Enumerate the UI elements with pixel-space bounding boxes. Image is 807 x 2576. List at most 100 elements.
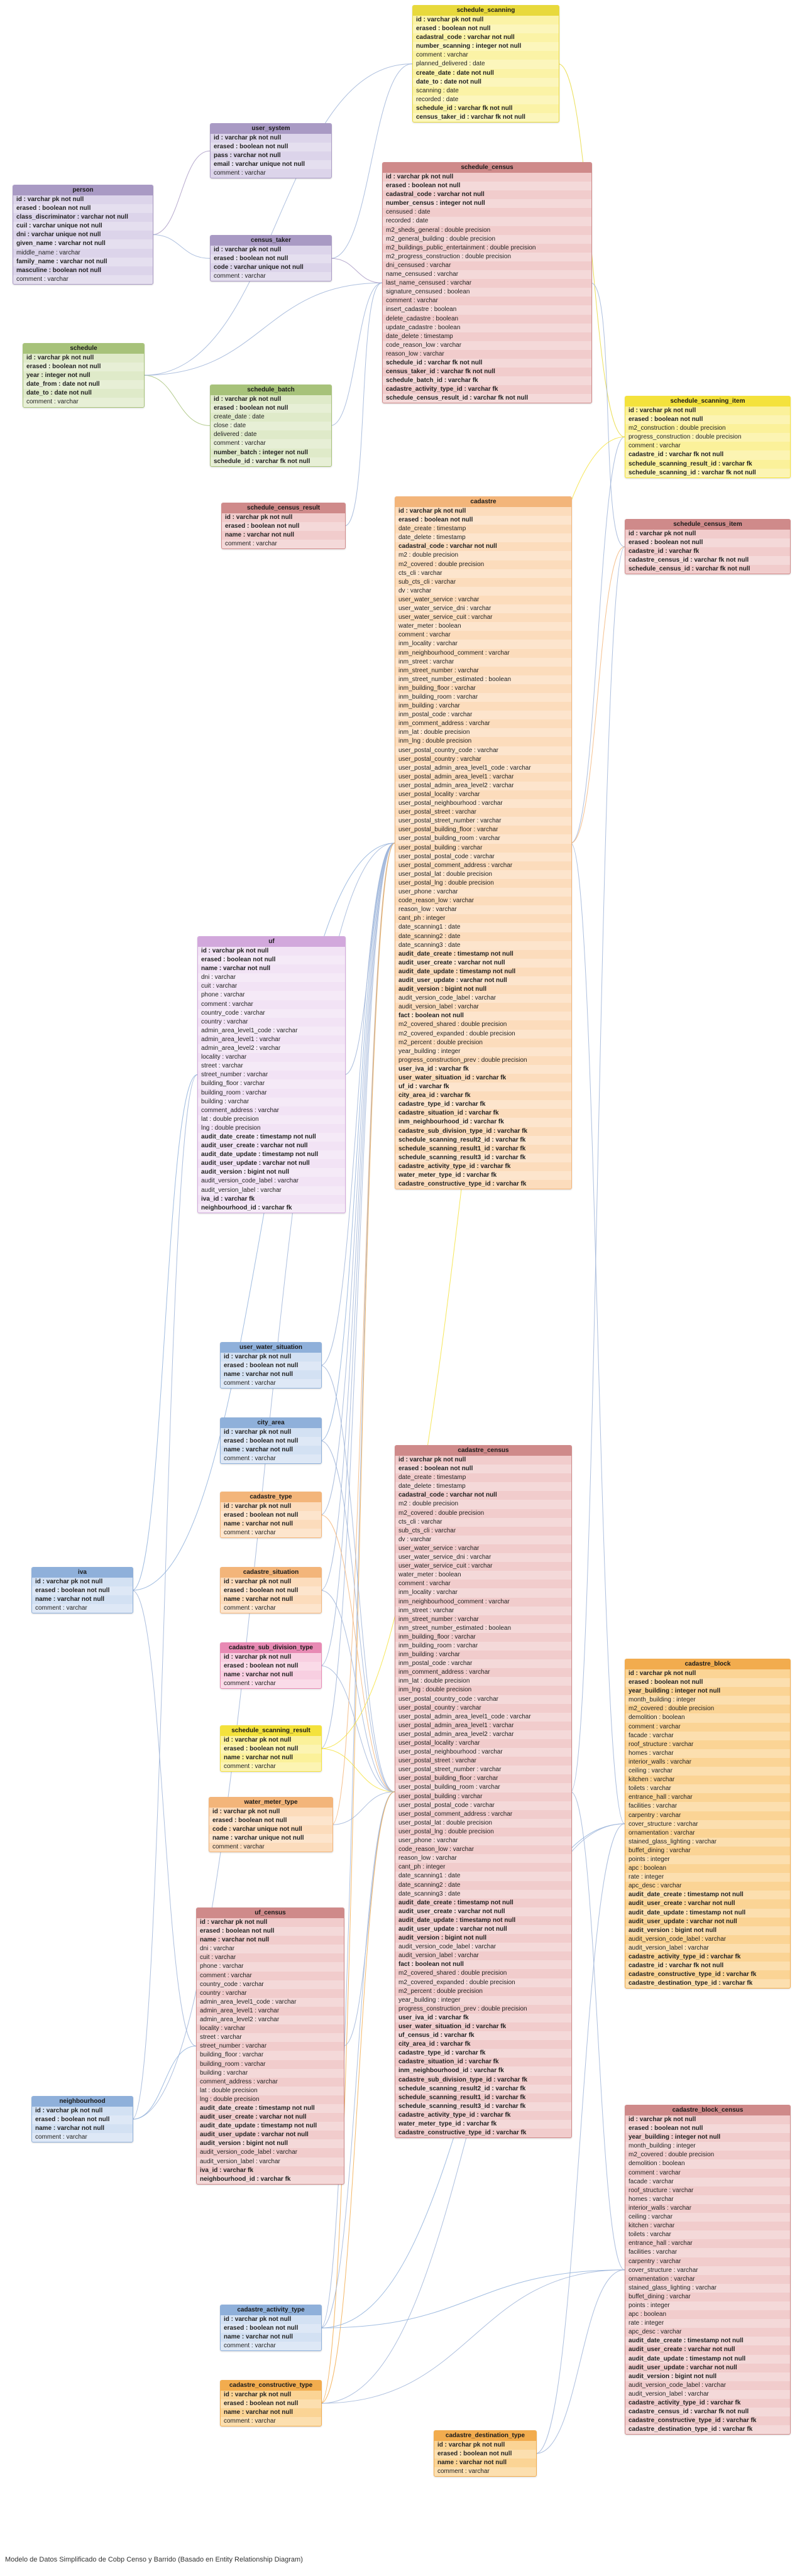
- entity-title: census_taker: [211, 236, 331, 246]
- entity-field: comment : varchar: [221, 1679, 321, 1689]
- field-type: : boolean not null: [651, 416, 703, 423]
- entity-field: code_reason_low : varchar: [395, 1845, 571, 1854]
- field-type: : varchar fk not null: [698, 469, 756, 476]
- field-type: : varchar: [692, 2284, 717, 2291]
- entity-field: erased : boolean not null: [209, 1816, 332, 1826]
- field-type: : double precision: [457, 1021, 507, 1029]
- entity-field: ornamentation : varchar: [625, 2275, 790, 2284]
- field-name: user_postal_neighbourhood: [398, 1749, 478, 1756]
- field-type: : date not null: [50, 390, 92, 397]
- field-name: audit_version: [200, 2140, 243, 2148]
- field-type: : timestamp not null: [257, 2122, 317, 2130]
- field-type: : date: [414, 209, 431, 216]
- field-name: year_building: [398, 1996, 438, 2004]
- field-name: schedule_scanning_result2_id: [398, 2085, 492, 2092]
- entity-field: erased : boolean not null: [23, 363, 144, 372]
- entity-field: building_floor : varchar: [198, 1079, 345, 1089]
- field-name: audit_user_create: [629, 1900, 684, 1907]
- field-name: lng: [200, 2095, 211, 2103]
- field-type: : boolean not null: [246, 1587, 299, 1595]
- field-name: phone: [200, 1963, 219, 1970]
- field-name: name: [200, 1936, 218, 1944]
- entity-field: audit_version : bigint not null: [197, 2139, 344, 2149]
- field-type: : varchar unique not null: [230, 264, 304, 271]
- field-name: user_postal_building_floor: [398, 826, 474, 834]
- field-type: : varchar fk: [451, 2049, 486, 2057]
- entity-field: erased : boolean not null: [434, 2450, 536, 2459]
- field-name: city_area_id: [398, 1092, 437, 1100]
- field-type: : varchar: [425, 1580, 451, 1588]
- field-type: : varchar: [670, 1829, 695, 1836]
- field-type: : varchar pk not null: [231, 1353, 292, 1360]
- entity-title: uf: [198, 937, 345, 947]
- entity-field: neighbourhood_id : varchar fk: [198, 1203, 345, 1213]
- field-type: : timestamp not null: [686, 1909, 746, 1916]
- field-name: inm_neighbourhood_id: [398, 1118, 470, 1126]
- relation-line: [320, 843, 395, 1591]
- entity-field: water_meter : boolean: [395, 1571, 571, 1580]
- field-type: : varchar: [218, 1062, 243, 1070]
- field-type: : varchar fk: [464, 386, 498, 393]
- entity-field: interior_walls : varchar: [625, 1758, 790, 1767]
- entity-field: dni_censused : varchar: [383, 261, 591, 270]
- field-name: sub_cts_cli: [398, 578, 432, 586]
- field-name: audit_version_label: [398, 1952, 454, 1960]
- field-type: : varchar: [62, 1605, 87, 1612]
- entity-field: comment : varchar: [221, 1454, 321, 1464]
- entity-field: comment : varchar: [625, 1723, 790, 1732]
- field-name: comment: [398, 1580, 426, 1588]
- field-name: id: [214, 396, 221, 403]
- field-type: : varchar fk not null: [690, 2408, 749, 2416]
- entity-field: id : varchar pk not null: [221, 1578, 321, 1586]
- entity-field: cadastre_type_id : varchar fk: [395, 1100, 571, 1110]
- entity-field: id : varchar pk not null: [383, 173, 591, 182]
- entity-field: building : varchar: [198, 1097, 345, 1106]
- field-type: : varchar: [417, 1518, 442, 1525]
- field-name: cadastre_activity_type_id: [629, 1953, 707, 1960]
- entity-field: id : varchar pk not null: [197, 1918, 344, 1927]
- entity-field: carpentry : varchar: [625, 2257, 790, 2266]
- field-type: : varchar fk: [464, 2058, 499, 2066]
- entity-field: points : integer: [625, 1855, 790, 1865]
- entity-field: m2_covered_shared : double precision: [395, 1020, 571, 1029]
- field-type: : boolean not null: [246, 1745, 299, 1753]
- field-type: : varchar: [474, 1695, 498, 1703]
- entity-title: user_system: [211, 124, 331, 134]
- relation-line: [570, 546, 625, 844]
- field-name: cadastre_sub_division_type_id: [398, 1127, 494, 1135]
- entity-field: facilities : varchar: [625, 1802, 790, 1811]
- field-type: : date: [230, 422, 246, 430]
- entity-field: id : varchar pk not null: [13, 195, 153, 204]
- field-name: audit_version: [398, 986, 441, 993]
- entity-field: reason_low : varchar: [395, 905, 571, 915]
- field-name: m2_covered: [398, 1509, 435, 1517]
